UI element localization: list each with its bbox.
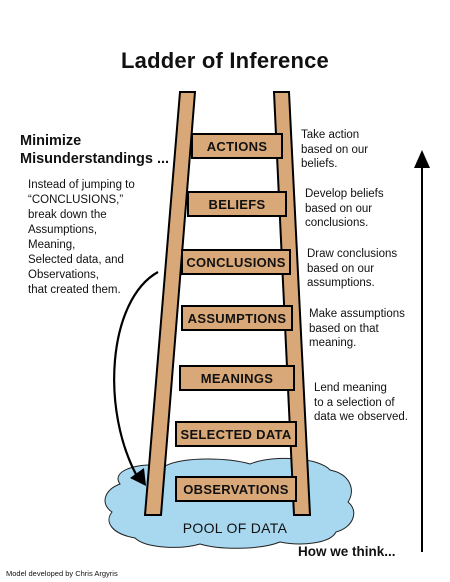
instruction-line: Instead of jumping to <box>28 179 135 191</box>
rung-label-meanings: MEANINGS <box>200 371 274 386</box>
curved-arrow <box>113 271 159 479</box>
rung-label-assumptions: ASSUMPTIONS <box>187 311 287 326</box>
desc-line: based on that <box>309 322 379 335</box>
desc-line: meaning. <box>309 337 357 349</box>
rung-meanings <box>179 365 295 391</box>
rung-observations <box>175 476 297 502</box>
minimize-line: Minimize <box>20 133 82 149</box>
pool-label: POOL OF DATA <box>182 520 288 536</box>
desc-line: beliefs. <box>301 158 338 170</box>
ladder-left-rail <box>143 91 197 516</box>
rung-label-selected-data: SELECTED DATA <box>180 427 292 442</box>
rung-assumptions <box>181 305 293 331</box>
credit-text: Model developed by Chris Argyris <box>6 569 118 578</box>
rung-label-conclusions: CONCLUSIONS <box>186 255 286 270</box>
desc-beliefs: Develop beliefs based on our conclusions… <box>305 187 384 231</box>
desc-conclusions: Draw conclusions based on our assumption… <box>307 247 397 291</box>
instruction-line: Observations, <box>28 269 99 281</box>
rung-beliefs <box>187 191 287 217</box>
desc-meanings: Lend meaning to a selection of data we o… <box>314 381 408 425</box>
desc-line: Take action <box>301 129 360 141</box>
desc-line: based on our <box>307 262 375 275</box>
rung-conclusions <box>181 249 291 275</box>
minimize-line: Misunderstandings ... <box>20 151 170 167</box>
desc-line: Develop beliefs <box>305 188 384 200</box>
desc-line: Draw conclusions <box>307 248 398 260</box>
instruction-line: break down the <box>28 209 107 221</box>
rung-actions <box>191 133 283 159</box>
desc-line: to a selection of <box>314 396 395 409</box>
rung-label-beliefs: BELIEFS <box>208 197 266 212</box>
rung-label-observations: OBSERVATIONS <box>183 482 289 497</box>
instruction-line: that created them. <box>28 284 121 296</box>
desc-line: data we observed. <box>314 411 408 423</box>
instruction-text: Instead of jumping to “CONCLUSIONS,” bre… <box>28 178 135 298</box>
rung-label-actions: ACTIONS <box>206 139 268 154</box>
desc-line: conclusions. <box>305 217 369 229</box>
desc-line: based on our <box>301 143 369 156</box>
desc-assumptions: Make assumptions based on that meaning. <box>309 307 405 351</box>
desc-line: Lend meaning <box>314 382 387 394</box>
desc-actions: Take action based on our beliefs. <box>301 128 368 172</box>
instruction-line: Meaning, <box>28 239 76 251</box>
instruction-line: Selected data, and <box>28 254 124 266</box>
how-we-think-label: How we think... <box>298 544 396 559</box>
desc-line: based on our <box>305 202 373 215</box>
curved-arrow-head <box>130 468 146 486</box>
instruction-line: “CONCLUSIONS,” <box>28 194 124 206</box>
page-title: Ladder of Inference <box>121 48 329 73</box>
up-arrow-head <box>414 150 430 168</box>
minimize-heading: Minimize Misunderstandings ... <box>20 132 169 168</box>
desc-line: Make assumptions <box>309 308 405 320</box>
instruction-line: Assumptions, <box>28 224 98 236</box>
desc-line: assumptions. <box>307 277 375 289</box>
rung-selected-data <box>175 421 297 447</box>
